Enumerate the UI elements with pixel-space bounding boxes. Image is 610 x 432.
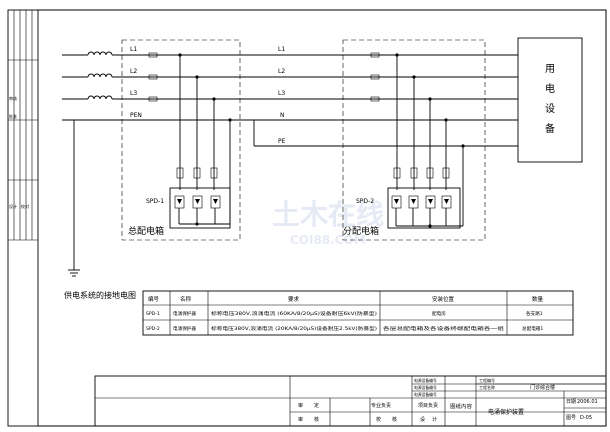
strip-text-2: 批准 <box>9 113 17 119</box>
table-cell-r1-req: 标称电压380V,浪涌电流 (60KA/8/20μS)设备耐压6kV(防暴型) <box>211 310 377 317</box>
load-char-1: 用 <box>545 64 555 75</box>
load-char-3: 设 <box>545 103 555 115</box>
tb-drawing-no-value: D-05 <box>580 415 592 421</box>
label-pe: PE <box>278 138 286 145</box>
main-distribution-box: 总配电箱 SPD-1 <box>121 39 241 241</box>
table-header-location: 安装位置 <box>432 295 455 303</box>
spd2-label: SPD-2 <box>356 198 374 205</box>
table-cell-r2-name: 电涌保护器 <box>173 325 196 332</box>
watermark: 土木在线 COI88.COM <box>272 198 384 247</box>
load-equipment: 用 电 设 备 <box>517 37 583 163</box>
tb-sign-shending-1: 审 <box>298 402 303 409</box>
table-cell-r1-name: 电涌保护器 <box>173 310 196 317</box>
tb-sign-professional: 专业负责 <box>371 402 391 409</box>
tb-small-2: 电源设备编号 <box>414 385 437 390</box>
table-cell-r2-req: 标称电压380V,浪涌电流 (20KA/8/20μS)设备耐压2.5kV(防暴型… <box>211 325 377 332</box>
tb-sign-sheji-2: 计 <box>432 416 437 423</box>
tb-sign-jiaohe-2: 核 <box>392 416 397 423</box>
tb-sign-sheji-1: 设 <box>420 416 425 423</box>
spd1-label: SPD-1 <box>146 198 164 205</box>
line-labels: L1 L2 L3 PEN L1 L2 L3 N PE <box>130 46 286 145</box>
label-l2-right: L2 <box>278 68 285 75</box>
table-header-no: 编号 <box>148 295 160 303</box>
strip-text-1: 审核 <box>9 95 17 101</box>
table-cell-r1-no: SPD-1 <box>146 311 160 317</box>
tb-project: 门诊综合楼 <box>530 384 555 391</box>
label-l1-left: L1 <box>130 46 137 53</box>
left-strip: 审核 批准 设计 校对 <box>8 10 38 241</box>
ground-system <box>68 120 80 277</box>
main-box-label: 总配电箱 <box>128 225 164 237</box>
tb-sign-shending-2: 定 <box>314 402 319 409</box>
label-pen: PEN <box>130 112 142 119</box>
table-cell-r2-loc: 各层总配电箱及各设备终端配电箱各一组 <box>383 325 505 332</box>
tb-date-value: 2006.01 <box>577 399 598 405</box>
tb-sign-shenhe-1: 审 <box>298 416 303 423</box>
tb-project-no-label: 工程编号 <box>479 377 495 383</box>
label-l2-left: L2 <box>130 68 137 75</box>
tb-project-name-label: 工程名称 <box>479 384 495 390</box>
table-header-requirement: 要求 <box>288 295 300 303</box>
label-l3-left: L3 <box>130 90 137 97</box>
watermark-subtext: COI88.COM <box>290 233 366 247</box>
table-cell-r2-no: SPD-2 <box>146 326 160 332</box>
tb-sign-project: 项目负责 <box>418 402 438 409</box>
tb-sheet-title: 电涌保护装置 <box>488 408 524 416</box>
tb-date-label: 日期 <box>566 399 576 405</box>
watermark-text: 土木在线 <box>272 198 384 231</box>
table-cell-r1-qty: 各支路1 <box>526 310 543 317</box>
tb-sign-jiaohe-1: 校 <box>376 416 381 423</box>
table-cell-r1-loc: 配电房 <box>432 310 446 317</box>
sub-box-label: 分配电箱 <box>343 225 379 237</box>
power-lines <box>62 51 518 147</box>
tb-small-3: 电源设备编号 <box>414 392 437 397</box>
table-header-name: 名称 <box>180 295 192 303</box>
label-l1-right: L1 <box>278 46 285 53</box>
spd-table: 编号 名称 要求 安装位置 数量 SPD-1 电涌保护器 标称电压380V,浪涌… <box>142 290 574 336</box>
strip-text-3: 设计 <box>9 203 17 209</box>
tb-drawing-no-label: 图号 <box>566 415 576 421</box>
tb-sheet-label: 图纸内容 <box>450 403 472 410</box>
load-char-4: 备 <box>545 122 555 135</box>
table-header-qty: 数量 <box>532 295 544 303</box>
tb-small-1: 电源设备编号 <box>414 378 437 383</box>
label-l3-right: L3 <box>278 90 285 97</box>
sub-distribution-box: 分配电箱 SPD-2 <box>342 39 486 241</box>
table-cell-r2-qty: 总配电箱1 <box>522 325 543 332</box>
load-char-2: 电 <box>545 82 555 95</box>
title-block: 电源设备编号 电源设备编号 电源设备编号 工程编号 工程名称 门诊综合楼 审 定… <box>94 375 607 427</box>
ground-caption: 供电系统的接地电图 <box>64 290 136 300</box>
tb-sign-shenhe-2: 核 <box>314 416 319 423</box>
strip-text-4: 校对 <box>21 203 29 209</box>
label-n: N <box>280 112 285 119</box>
